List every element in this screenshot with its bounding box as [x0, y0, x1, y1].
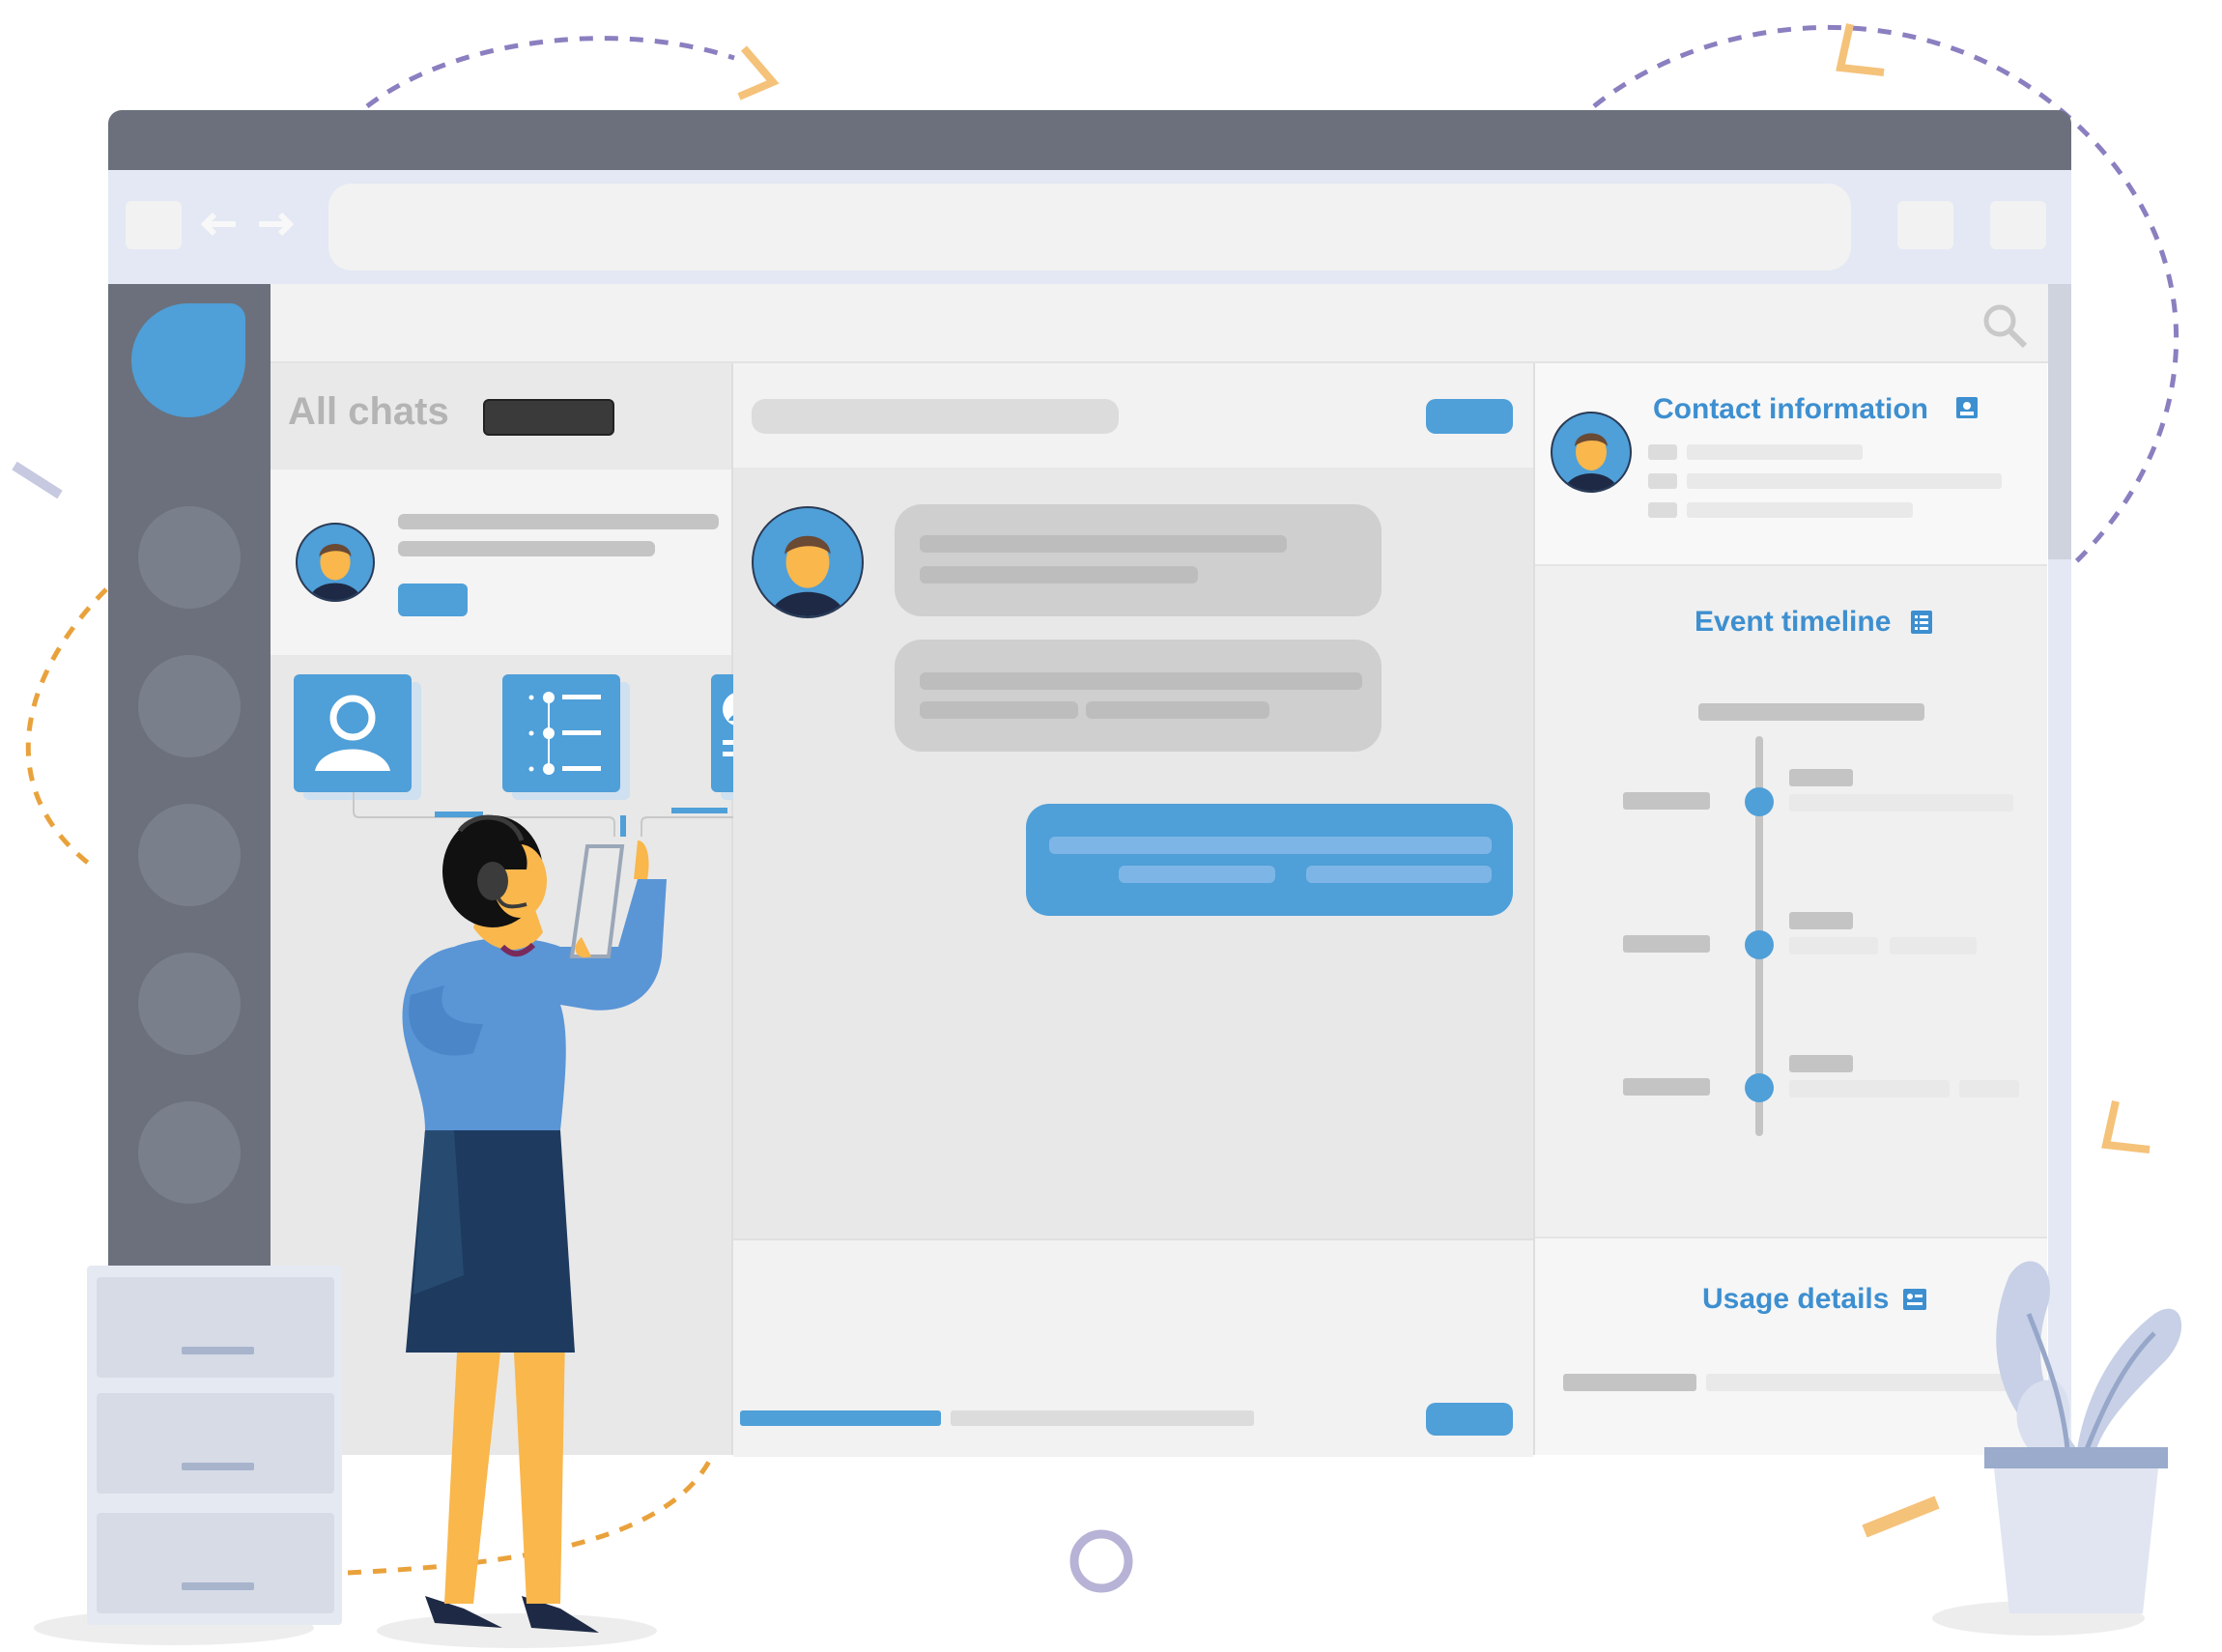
- timeline-event-desc: [1789, 794, 2013, 812]
- conversation-title-placeholder: [752, 399, 1119, 434]
- timeline-event-desc: [1959, 1080, 2019, 1097]
- app-topbar: [271, 284, 2048, 363]
- contact-info-title: Contact information: [1653, 393, 1928, 425]
- info-panel: [1535, 363, 2047, 1455]
- timeline-date: [1623, 792, 1710, 810]
- browser-toolbar: [108, 170, 2071, 284]
- conversation-action-button[interactable]: [1426, 399, 1513, 434]
- cabinet-drawer: [97, 1393, 334, 1494]
- usage-icon: [1903, 1289, 1926, 1310]
- timeline-date: [1623, 935, 1710, 953]
- sidebar-nav-item[interactable]: [138, 655, 241, 757]
- usage-details-title: Usage details: [1702, 1283, 1890, 1315]
- browser-window: [108, 110, 2071, 1455]
- timeline-event-title: [1789, 769, 1853, 786]
- message-line: [920, 535, 1287, 553]
- avatar: [752, 506, 864, 618]
- timeline-event-desc: [1890, 937, 1977, 954]
- sidebar-nav-item[interactable]: [138, 506, 241, 609]
- contact-field-value: [1687, 444, 1863, 460]
- app-logo[interactable]: [131, 303, 245, 417]
- chat-tag[interactable]: [398, 584, 468, 616]
- timeline-icon: [1911, 611, 1932, 634]
- message-line: [1119, 866, 1275, 883]
- message-line: [1306, 866, 1492, 883]
- timeline-event-dot[interactable]: [1745, 787, 1774, 816]
- timeline-event-desc: [1789, 937, 1878, 954]
- contact-field-value: [1687, 473, 2002, 489]
- composer-input[interactable]: [951, 1410, 1254, 1426]
- contact-card-icon: [1956, 397, 1978, 418]
- timeline-section: [1535, 566, 2047, 1239]
- plant-illustration: [1984, 1261, 2182, 1613]
- chat-preview-line: [398, 541, 655, 556]
- usage-bar: [1563, 1374, 1696, 1391]
- timeline-event-dot[interactable]: [1745, 1073, 1774, 1102]
- send-button[interactable]: [1426, 1403, 1513, 1436]
- avatar: [296, 523, 375, 602]
- timeline-event-desc: [1789, 1080, 1950, 1097]
- message-line: [1049, 837, 1492, 854]
- contact-field-label: [1648, 473, 1677, 489]
- message-line: [920, 672, 1362, 690]
- window-titlebar: [108, 110, 2071, 170]
- list-icon: [528, 692, 601, 775]
- timeline-event-title: [1789, 912, 1853, 929]
- timeline-header-bar: [1698, 703, 1924, 721]
- scrollbar[interactable]: [2048, 284, 2071, 1455]
- composer-input-fill[interactable]: [740, 1410, 941, 1426]
- user-card[interactable]: [294, 674, 412, 792]
- support-agent-illustration: [402, 814, 667, 1633]
- chat-preview-line: [398, 514, 719, 529]
- cabinet-drawer: [97, 1277, 334, 1378]
- timeline-event-title: [1789, 1055, 1853, 1072]
- timeline-date: [1623, 1078, 1710, 1096]
- message-line: [1086, 701, 1269, 719]
- event-timeline-title: Event timeline: [1695, 606, 1892, 638]
- incoming-message: [895, 504, 1382, 616]
- sidebar-nav-item[interactable]: [138, 953, 241, 1055]
- contact-field-value: [1687, 502, 1913, 518]
- contact-field-label: [1648, 444, 1677, 460]
- chat-list-title: All chats: [288, 390, 449, 433]
- incoming-message: [895, 640, 1382, 752]
- usage-bar: [1706, 1374, 2011, 1391]
- tab-button[interactable]: [126, 201, 182, 249]
- usage-section: [1535, 1239, 2047, 1455]
- search-icon[interactable]: [1980, 301, 2029, 350]
- back-arrow-icon[interactable]: [197, 207, 240, 242]
- address-bar[interactable]: [328, 184, 1851, 271]
- message-line: [920, 566, 1198, 584]
- chat-count-badge: [483, 399, 614, 436]
- scrollbar-thumb[interactable]: [2048, 284, 2071, 559]
- forward-arrow-icon[interactable]: [255, 207, 298, 242]
- avatar: [1551, 412, 1632, 493]
- sidebar-nav-item[interactable]: [138, 804, 241, 906]
- outgoing-message: [1026, 804, 1513, 916]
- cabinet-drawer: [97, 1513, 334, 1613]
- message-line: [920, 701, 1078, 719]
- contact-field-label: [1648, 502, 1677, 518]
- toolbar-button[interactable]: [1897, 201, 1953, 249]
- sidebar-nav-item[interactable]: [138, 1101, 241, 1204]
- toolbar-button[interactable]: [1990, 201, 2046, 249]
- list-card[interactable]: [502, 674, 620, 792]
- user-icon: [315, 695, 390, 771]
- timeline-event-dot[interactable]: [1745, 930, 1774, 959]
